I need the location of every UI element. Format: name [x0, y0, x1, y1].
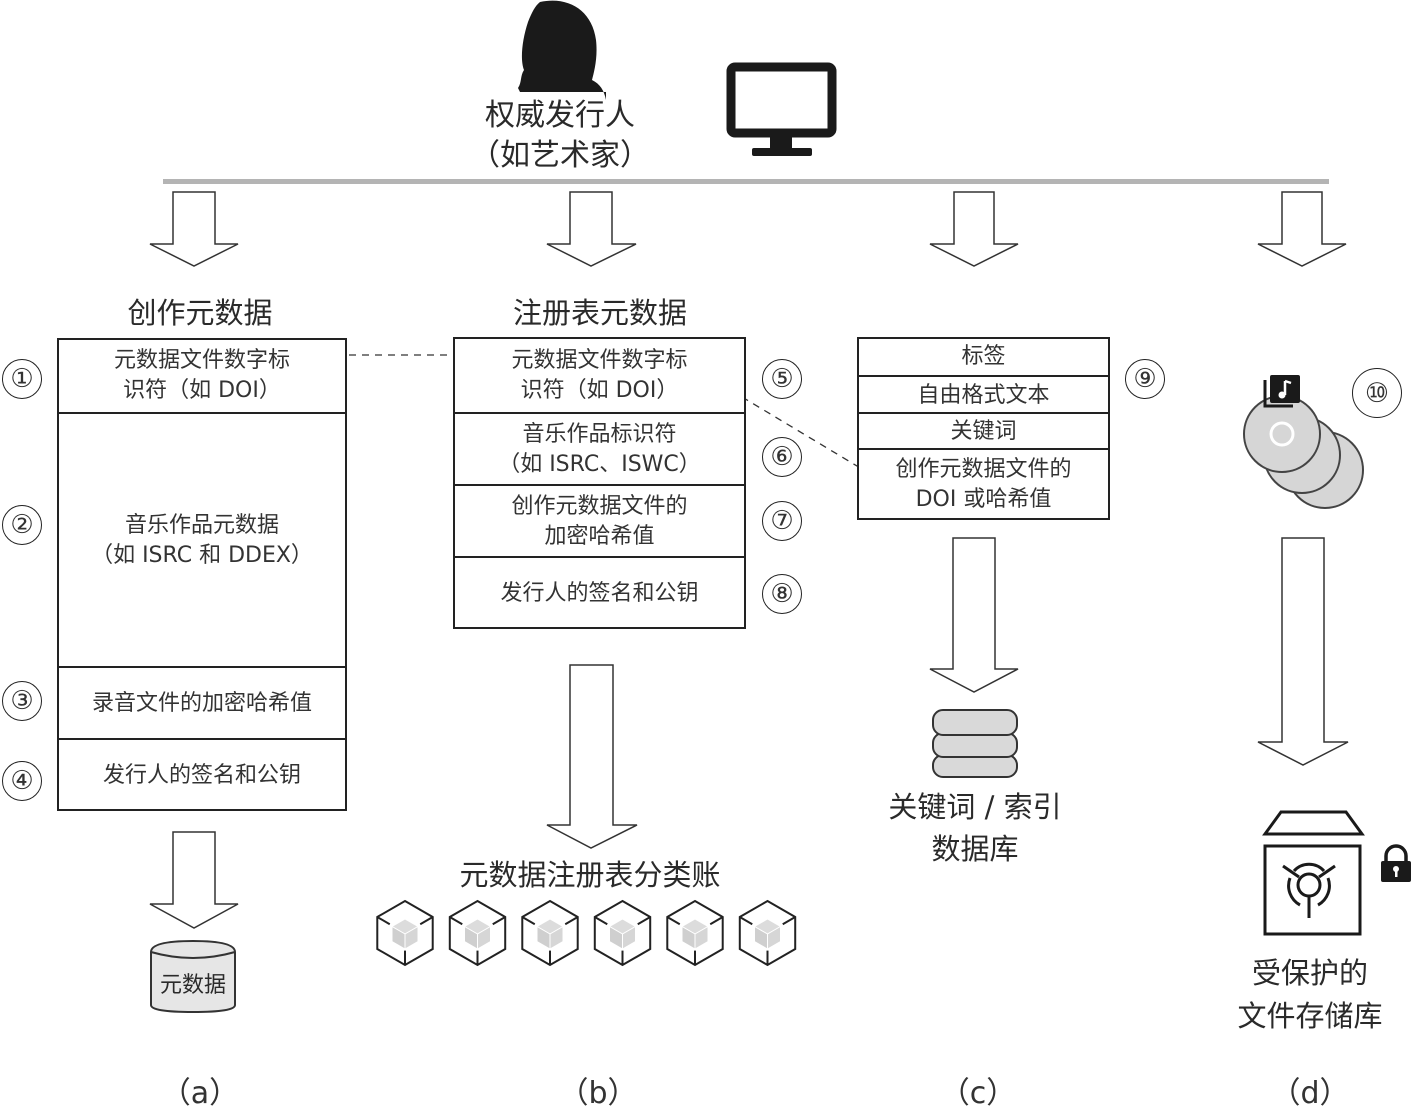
row-a-3: 录音文件的加密哈希值 [59, 666, 345, 740]
row-a-1: 元数据文件数字标识符（如 DOI） [113, 348, 290, 403]
row-a-4: 发行人的签名和公钥 [59, 738, 345, 811]
marker-4: ④ [2, 761, 42, 801]
arrow-a-to-store [149, 831, 239, 929]
arrow-d-to-vault [1257, 537, 1349, 766]
creation-metadata-box: 元数据文件数字标识符（如 DOI） 音乐作品元数据（如 ISRC 和 DDEX）… [57, 338, 347, 811]
arrow-c-to-db [929, 537, 1019, 693]
marker-3: ③ [2, 681, 42, 721]
vault-icon [1262, 810, 1365, 936]
top-arrows [149, 191, 1347, 267]
vault-label: 受保护的 文件存储库 [1237, 956, 1383, 1033]
ledger-block-icon [448, 899, 507, 967]
arrow-to-c [929, 191, 1019, 267]
marker-7: ⑦ [762, 501, 802, 541]
caption-d: （d） [1270, 1076, 1350, 1111]
marker-8: ⑧ [762, 574, 802, 614]
metadata-store-label: 元数据 [159, 973, 226, 998]
arrow-b-to-ledger [546, 664, 638, 849]
marker-6: ⑥ [762, 437, 802, 477]
database-label: 关键词 / 索引 数据库 [888, 790, 1062, 866]
row-c-tags: 标签 [961, 344, 1006, 369]
column-a-title: 创作元数据 [127, 296, 273, 330]
ledger-block-icon [521, 899, 579, 967]
metadata-store-icon [150, 939, 236, 1014]
ledger-block-icon [666, 899, 724, 967]
marker-1: ① [2, 359, 42, 399]
database-icon [932, 709, 1018, 778]
person-silhouette-icon [518, 0, 606, 101]
row-a-2: 音乐作品元数据（如 ISRC 和 DDEX） [59, 412, 345, 668]
row-b-8: 发行人的签名和公钥 [455, 556, 744, 629]
ledger-block-icon [593, 899, 652, 967]
arrow-to-b [546, 191, 637, 267]
registry-metadata-box: 元数据文件数字标识符（如 DOI） 音乐作品标识符（如 ISRC、ISWC） 创… [453, 337, 746, 629]
marker-5: ⑤ [762, 359, 802, 399]
marker-2: ② [2, 505, 42, 545]
ledger-label: 元数据注册表分类账 [459, 858, 721, 892]
caption-a: （a） [160, 1076, 240, 1111]
monitor-icon [726, 62, 837, 156]
ledger-blocks [376, 899, 797, 967]
caption-c: （c） [939, 1076, 1017, 1111]
publisher-line1: 权威发行人 [485, 98, 635, 133]
publisher-label: 权威发行人 （如艺术家） [465, 96, 655, 176]
marker-9: ⑨ [1125, 359, 1165, 399]
music-discs-icon [1243, 375, 1364, 509]
ledger-block-icon [376, 899, 434, 967]
arrow-to-d [1257, 191, 1347, 267]
lock-icon [1381, 844, 1411, 882]
row-b-6: 音乐作品标识符（如 ISRC、ISWC） [455, 412, 744, 486]
marker-10: ⑩ [1352, 368, 1402, 418]
lower-arrows [149, 537, 1349, 929]
row-c-keywords: 关键词 [859, 412, 1108, 450]
arrow-to-a [149, 191, 239, 267]
caption-b: （b） [558, 1076, 638, 1111]
row-b-7: 创作元数据文件的加密哈希值 [455, 484, 744, 558]
distribution-bar [163, 179, 1329, 184]
publisher-line2: （如艺术家） [470, 138, 650, 173]
ledger-block-icon [738, 899, 797, 967]
row-c-freetext: 自由格式文本 [859, 375, 1108, 414]
row-b-5: 元数据文件数字标识符（如 DOI） [511, 347, 688, 403]
column-b-title: 注册表元数据 [512, 296, 687, 330]
